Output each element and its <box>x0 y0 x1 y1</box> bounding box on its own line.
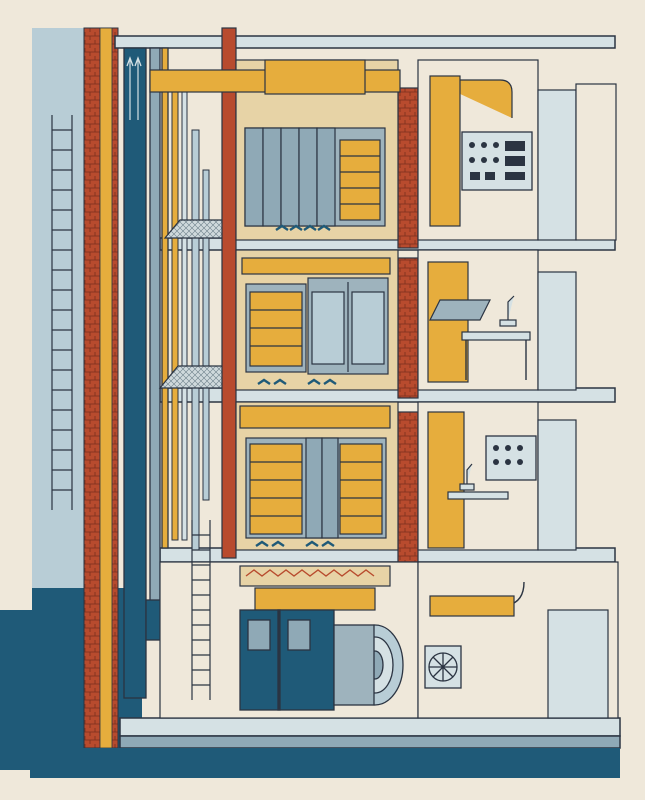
server-rack-icon <box>244 127 386 227</box>
brick-columns <box>221 27 419 563</box>
ground-foundation <box>30 748 620 778</box>
server-rack-icon <box>245 277 389 375</box>
server-rack-icon <box>245 437 387 539</box>
interior-ladder-icon <box>191 520 211 700</box>
generator <box>239 609 335 711</box>
basement-utility-room <box>417 561 619 719</box>
exterior-wall <box>0 27 142 770</box>
floor-1-server-room <box>149 59 401 241</box>
floor-2-lab <box>417 249 577 391</box>
control-panel-icon <box>485 435 537 481</box>
floor-3-lab <box>417 401 577 551</box>
microscope-icon <box>499 295 517 327</box>
grated-platforms <box>158 219 229 389</box>
floor-1-control-room <box>417 59 617 241</box>
floor-3-server-room <box>235 401 399 551</box>
floor-2-server-room <box>235 249 399 391</box>
exterior-ladder-icon <box>51 115 73 510</box>
duct-icon <box>254 587 376 611</box>
turbine-icon <box>333 624 404 706</box>
fan-icon <box>424 645 462 689</box>
basement-mechanical-room <box>159 520 419 719</box>
microscope-icon <box>459 463 475 491</box>
